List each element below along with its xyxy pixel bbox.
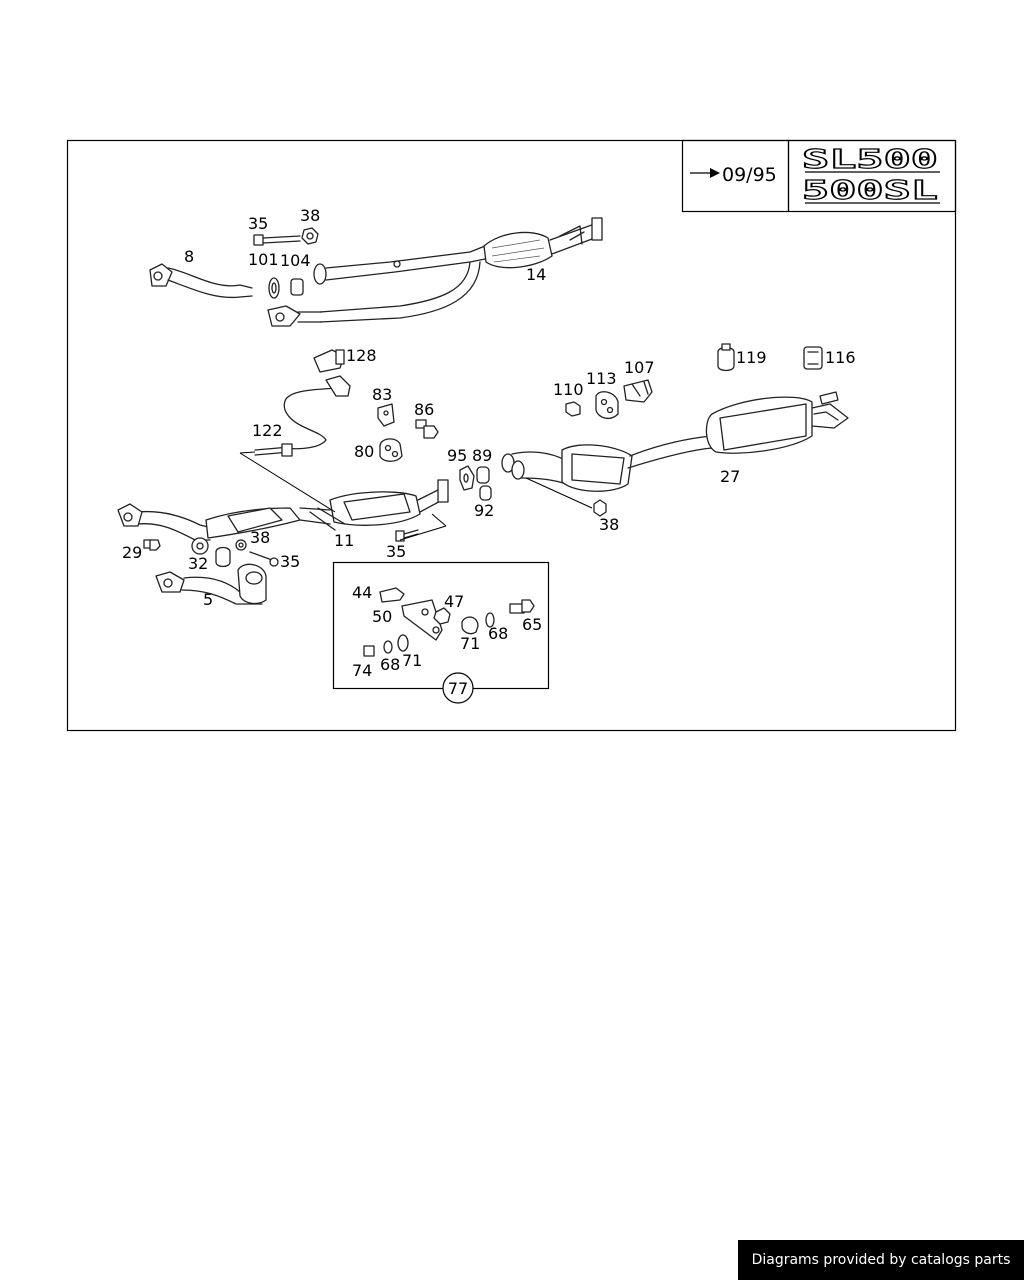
callout-65: 65 xyxy=(522,615,542,634)
callout-44: 44 xyxy=(352,583,372,602)
callout-77: 77 xyxy=(448,679,468,698)
callout-35-left: 35 xyxy=(280,552,300,571)
callout-71-b: 71 xyxy=(402,651,422,670)
callout-128: 128 xyxy=(346,346,377,365)
diagram-frame xyxy=(66,139,957,732)
part-95-gasket xyxy=(459,465,475,491)
callout-circle-77 xyxy=(442,672,474,704)
callout-38: 38 xyxy=(300,206,320,225)
callout-38-left: 38 xyxy=(250,528,270,547)
part-32-rubber-mount xyxy=(215,546,231,568)
callout-68-b: 68 xyxy=(380,655,400,674)
callout-113: 113 xyxy=(586,369,617,388)
callout-92: 92 xyxy=(474,501,494,520)
part-104-ring xyxy=(290,278,304,296)
callout-104: 104 xyxy=(280,251,311,270)
callout-110: 110 xyxy=(553,380,584,399)
callout-38-rear: 38 xyxy=(599,515,619,534)
callout-119: 119 xyxy=(736,348,767,367)
part-116-rubber-hanger xyxy=(803,346,823,370)
footer-credit: Diagrams provided by catalogs parts xyxy=(738,1240,1024,1280)
part-92-ring xyxy=(479,485,492,501)
inset-box-77 xyxy=(332,561,550,690)
model-badge-500sl: 500SL xyxy=(802,176,938,206)
validity-box: 09/95 xyxy=(681,139,790,213)
part-83-bracket xyxy=(377,403,395,427)
callout-14: 14 xyxy=(526,265,546,284)
part-29-bolt xyxy=(143,539,161,551)
part-14-center-pipe-converter xyxy=(267,217,603,327)
callout-80: 80 xyxy=(354,442,374,461)
callout-95: 95 xyxy=(447,446,467,465)
callout-74: 74 xyxy=(352,661,372,680)
part-38-nut-upper xyxy=(301,227,319,245)
part-107-bracket xyxy=(623,379,653,403)
part-80-hanger xyxy=(379,438,403,462)
callout-71: 71 xyxy=(460,634,480,653)
part-5-exhaust-manifold-pipe xyxy=(155,563,267,605)
part-35-bolt-upper xyxy=(253,234,301,246)
part-101-gasket xyxy=(268,277,280,299)
callout-68: 68 xyxy=(488,624,508,643)
callout-86: 86 xyxy=(414,400,434,419)
arrow-right-icon xyxy=(710,168,720,178)
part-35-bolt-left xyxy=(249,551,279,567)
callout-116: 116 xyxy=(825,348,856,367)
part-27-rear-muffler-assembly xyxy=(501,391,849,492)
callout-27: 27 xyxy=(720,467,740,486)
part-86-bolt xyxy=(415,419,439,439)
model-badge-box: SL500 500SL xyxy=(787,139,957,213)
leader-lines xyxy=(239,451,593,541)
part-38-nut-rear xyxy=(593,499,607,517)
callout-83: 83 xyxy=(372,385,392,404)
callout-29: 29 xyxy=(122,543,142,562)
callout-101: 101 xyxy=(248,250,279,269)
part-128-sensor-connector xyxy=(313,349,345,373)
callout-labels: 8 35 38 101 104 14 128 122 83 86 80 95 8… xyxy=(122,206,856,698)
callout-35-mid: 35 xyxy=(386,542,406,561)
callout-122: 122 xyxy=(252,421,283,440)
part-89-ring xyxy=(476,466,490,484)
callout-5: 5 xyxy=(203,590,213,609)
callout-50: 50 xyxy=(372,607,392,626)
part-119-rubber-buffer xyxy=(717,343,735,372)
part-122-oxygen-sensor xyxy=(254,375,351,457)
callout-107: 107 xyxy=(624,358,655,377)
callout-47: 47 xyxy=(444,592,464,611)
callout-35: 35 xyxy=(248,214,268,233)
callout-32: 32 xyxy=(188,554,208,573)
callout-8: 8 xyxy=(184,247,194,266)
model-badge-sl500: SL500 xyxy=(802,145,938,175)
part-113-hanger xyxy=(595,391,619,420)
callout-11: 11 xyxy=(334,531,354,550)
part-38-nut-left xyxy=(235,539,247,551)
inset-parts xyxy=(363,587,535,657)
part-110-bolt xyxy=(565,401,581,417)
part-11-catalytic-converter xyxy=(117,479,449,555)
part-35-bolt-mid xyxy=(395,529,419,542)
part-8-front-pipe xyxy=(149,263,253,299)
validity-date: 09/95 xyxy=(722,164,777,186)
callout-89: 89 xyxy=(472,446,492,465)
